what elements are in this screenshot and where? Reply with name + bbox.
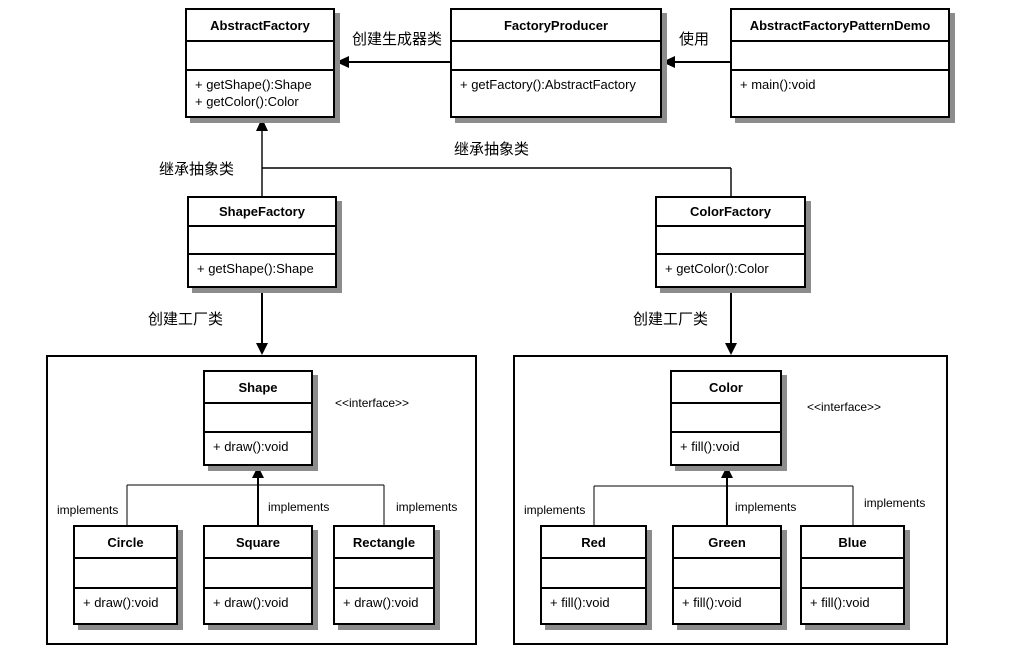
class-box-circle: Circle + draw():void bbox=[73, 525, 178, 625]
class-method: + getShape():Shape bbox=[197, 261, 314, 276]
arrow-create-factory-left bbox=[256, 288, 268, 355]
edge-label-create-producer: 创建生成器类 bbox=[352, 31, 443, 48]
stereotype-interface-left: <<interface>> bbox=[335, 396, 410, 410]
class-methods-compartment: + getFactory():AbstractFactory bbox=[452, 71, 660, 116]
arrow-create-producer bbox=[336, 56, 450, 68]
implements-label-circle: implements bbox=[57, 503, 119, 517]
class-box-square: Square + draw():void bbox=[203, 525, 313, 625]
class-attributes-compartment bbox=[189, 227, 335, 255]
class-attributes-compartment bbox=[75, 559, 176, 589]
class-method: + main():void bbox=[740, 77, 816, 92]
class-method: + draw():void bbox=[343, 595, 419, 610]
class-methods-compartment: + main():void bbox=[732, 71, 948, 116]
class-attributes-compartment bbox=[732, 42, 948, 71]
class-box-shape-interface: Shape + draw():void bbox=[203, 370, 313, 466]
class-method: + fill():void bbox=[680, 439, 740, 454]
class-attributes-compartment bbox=[335, 559, 433, 589]
edge-label-use: 使用 bbox=[679, 31, 710, 48]
class-box-green: Green + fill():void bbox=[672, 525, 782, 625]
edge-label-create-factory-right: 创建工厂类 bbox=[633, 311, 709, 328]
class-name: AbstractFactoryPatternDemo bbox=[732, 10, 948, 42]
class-attributes-compartment bbox=[187, 42, 333, 71]
class-methods-compartment: + draw():void bbox=[205, 589, 311, 623]
class-name: Red bbox=[542, 527, 645, 559]
implements-label-green: implements bbox=[735, 500, 797, 514]
class-box-red: Red + fill():void bbox=[540, 525, 647, 625]
class-attributes-compartment bbox=[674, 559, 780, 589]
class-methods-compartment: + getShape():Shape bbox=[189, 255, 335, 286]
class-name: Square bbox=[205, 527, 311, 559]
class-box-color-interface: Color + fill():void bbox=[670, 370, 782, 466]
color-package-frame bbox=[513, 355, 948, 645]
class-method: + getFactory():AbstractFactory bbox=[460, 77, 636, 92]
class-method: + getShape():Shape bbox=[195, 77, 312, 92]
edge-label-inherit-right: 继承抽象类 bbox=[454, 141, 530, 158]
class-box-demo: AbstractFactoryPatternDemo + main():void bbox=[730, 8, 950, 118]
shape-package-frame bbox=[46, 355, 477, 645]
class-method: + draw():void bbox=[83, 595, 159, 610]
class-method: + fill():void bbox=[810, 595, 870, 610]
class-name: ColorFactory bbox=[657, 198, 804, 227]
stereotype-interface-right: <<interface>> bbox=[807, 400, 882, 414]
class-methods-compartment: + fill():void bbox=[672, 433, 780, 464]
class-box-color-factory: ColorFactory + getColor():Color bbox=[655, 196, 806, 288]
edge-label-create-factory-left: 创建工厂类 bbox=[148, 311, 224, 328]
class-methods-compartment: + draw():void bbox=[335, 589, 433, 623]
class-methods-compartment: + draw():void bbox=[205, 433, 311, 464]
class-attributes-compartment bbox=[657, 227, 804, 255]
class-attributes-compartment bbox=[205, 404, 311, 433]
arrow-create-factory-right bbox=[725, 288, 737, 355]
class-name: ShapeFactory bbox=[189, 198, 335, 227]
class-methods-compartment: + fill():void bbox=[674, 589, 780, 623]
class-attributes-compartment bbox=[802, 559, 903, 589]
class-name: Blue bbox=[802, 527, 903, 559]
class-name: Rectangle bbox=[335, 527, 433, 559]
class-name: Circle bbox=[75, 527, 176, 559]
class-methods-compartment: + getColor():Color bbox=[657, 255, 804, 286]
class-method: + draw():void bbox=[213, 595, 289, 610]
class-attributes-compartment bbox=[452, 42, 660, 71]
class-methods-compartment: + fill():void bbox=[802, 589, 903, 623]
class-name: Green bbox=[674, 527, 780, 559]
class-attributes-compartment bbox=[672, 404, 780, 433]
class-method: + getColor():Color bbox=[665, 261, 769, 276]
class-method: + draw():void bbox=[213, 439, 289, 454]
edge-label-inherit-left: 继承抽象类 bbox=[159, 161, 235, 178]
class-name: AbstractFactory bbox=[187, 10, 333, 42]
class-box-rectangle: Rectangle + draw():void bbox=[333, 525, 435, 625]
class-method: + fill():void bbox=[550, 595, 610, 610]
class-name: Shape bbox=[205, 372, 311, 404]
implements-label-red: implements bbox=[524, 503, 586, 517]
class-method: + fill():void bbox=[682, 595, 742, 610]
class-methods-compartment: + draw():void bbox=[75, 589, 176, 623]
class-name: Color bbox=[672, 372, 780, 404]
class-attributes-compartment bbox=[205, 559, 311, 589]
class-box-factory-producer: FactoryProducer + getFactory():AbstractF… bbox=[450, 8, 662, 118]
class-methods-compartment: + getShape():Shape + getColor():Color bbox=[187, 71, 333, 116]
implements-label-rectangle: implements bbox=[396, 500, 458, 514]
class-box-blue: Blue + fill():void bbox=[800, 525, 905, 625]
class-box-shape-factory: ShapeFactory + getShape():Shape bbox=[187, 196, 337, 288]
class-attributes-compartment bbox=[542, 559, 645, 589]
arrow-use bbox=[662, 56, 730, 68]
class-box-abstract-factory: AbstractFactory + getShape():Shape + get… bbox=[185, 8, 335, 118]
class-method: + getColor():Color bbox=[195, 94, 299, 109]
class-name: FactoryProducer bbox=[452, 10, 660, 42]
implements-label-blue: implements bbox=[864, 496, 926, 510]
class-methods-compartment: + fill():void bbox=[542, 589, 645, 623]
implements-label-square: implements bbox=[268, 500, 330, 514]
